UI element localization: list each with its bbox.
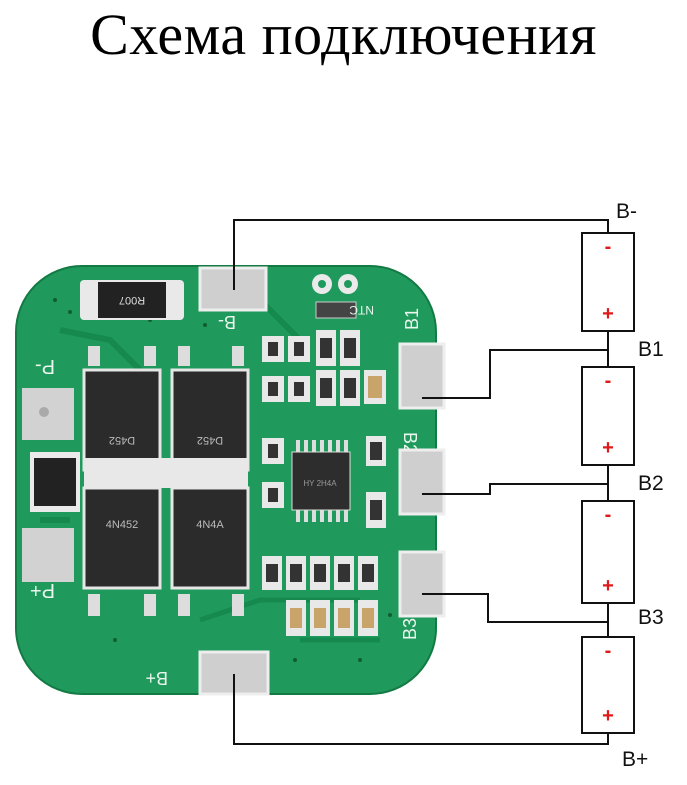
battery-cell-2: - +: [581, 366, 635, 466]
svg-text:D452: D452: [197, 434, 223, 446]
battery-cell-3: - +: [581, 500, 635, 604]
svg-text:4N4A: 4N4A: [196, 519, 224, 531]
terminal-b1: B1: [638, 338, 664, 361]
protection-ic: HY 2H4A: [291, 440, 351, 522]
wire-b3: [422, 593, 608, 623]
svg-text:HY 2H4A: HY 2H4A: [303, 479, 337, 488]
smd-bodies: [266, 338, 382, 582]
resistor-label: R007: [119, 294, 145, 306]
b2-pad: [398, 448, 446, 516]
ntc-label: NTC: [349, 303, 374, 317]
cell-3-plus: +: [602, 575, 614, 597]
cell-4-plus: +: [602, 705, 614, 727]
wire-b-minus: [233, 219, 609, 290]
cell-1-minus: -: [604, 236, 612, 258]
wire-b1: [422, 349, 608, 399]
mosfet-1: [82, 368, 162, 472]
diode: [34, 458, 76, 506]
wiring: [233, 219, 609, 745]
terminal-b-minus: B-: [616, 200, 637, 223]
capacitor-bodies: [290, 376, 382, 628]
silk-b1: B1: [402, 308, 422, 330]
mosfet-3: [82, 486, 162, 590]
silk-b-plus: B+: [145, 668, 168, 688]
cell-2-minus: -: [604, 370, 612, 392]
cell-4-minus: -: [604, 640, 612, 662]
silk-b3: B3: [400, 618, 420, 640]
mosfet-4: [170, 486, 250, 590]
mosfet-group: D452 D452 4N452 4N4A: [82, 346, 250, 616]
silk-p-plus: P+: [30, 579, 55, 601]
p-plus-pad: [22, 528, 74, 582]
terminal-b3: B3: [638, 606, 664, 629]
terminal-b2: B2: [638, 472, 664, 495]
bms-board: R007 NTC B- P- P+ B+ B1 B2 B3: [15, 265, 446, 696]
cell-3-minus: -: [604, 504, 612, 526]
wire-b-plus: [233, 674, 609, 745]
svg-text:4N452: 4N452: [106, 519, 138, 531]
cell-2-plus: +: [602, 437, 614, 459]
battery-cell-1: - +: [581, 232, 635, 332]
svg-text:D452: D452: [109, 434, 135, 446]
ntc-resistor: [315, 301, 357, 319]
cell-1-plus: +: [602, 303, 614, 325]
b3-pad: [398, 550, 446, 618]
silk-b-minus: B-: [218, 312, 236, 332]
mosfet-2: [170, 368, 250, 472]
terminal-b-plus: B+: [622, 748, 649, 771]
page-title: Схема подключения: [90, 2, 597, 67]
silk-p-minus: P-: [35, 355, 55, 377]
battery-cell-4: - +: [581, 636, 635, 734]
mosfet-tab: [84, 458, 248, 488]
wire-b2: [422, 483, 608, 495]
shunt-resistor: [98, 282, 166, 318]
